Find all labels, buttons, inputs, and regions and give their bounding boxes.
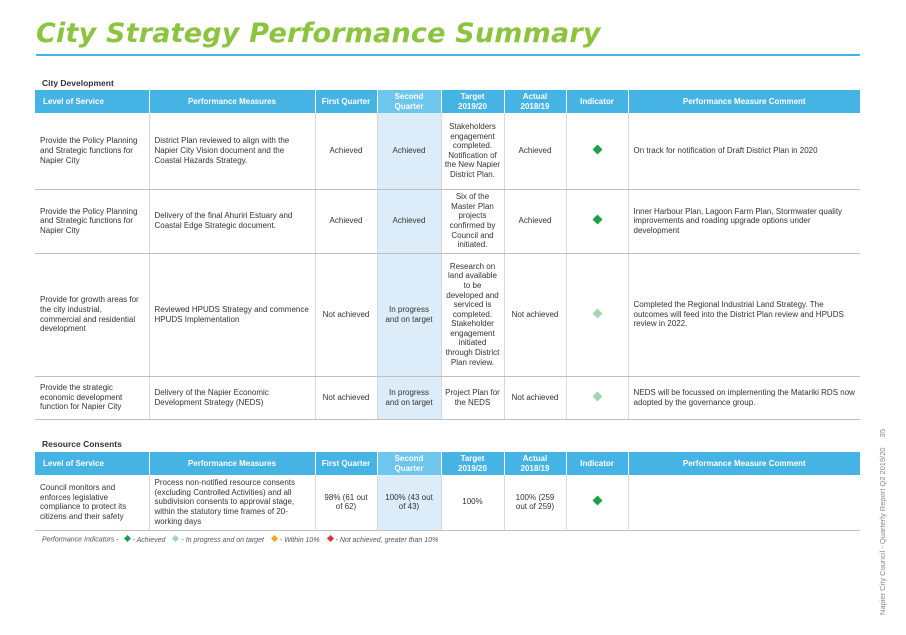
cell-performance-measure: Delivery of the final Ahuriri Estuary an…: [149, 189, 316, 254]
title-rule: [36, 54, 860, 56]
col-header-q1: First Quarter: [315, 90, 378, 113]
cell-indicator: [566, 189, 629, 254]
cell-second-quarter: Achieved: [377, 189, 442, 254]
legend-in-progress-icon: [172, 534, 180, 543]
cell-actual: Not achieved: [504, 253, 567, 377]
col-header-comment: Performance Measure Comment: [628, 90, 860, 113]
side-footer: Napier City Council - Quarterly Report Q…: [878, 415, 887, 615]
cell-level-of-service: Provide for growth areas for the city in…: [35, 253, 150, 377]
table-row: Council monitors and enforces legislativ…: [35, 475, 860, 531]
cell-comment: Completed the Regional Industrial Land S…: [628, 253, 860, 377]
cell-indicator: [566, 376, 629, 420]
indicator-diamond-icon: [592, 496, 602, 506]
cell-target: Research on land available to be develop…: [441, 253, 505, 377]
cell-first-quarter: Achieved: [315, 113, 378, 190]
cell-first-quarter: 98% (61 out of 62): [315, 475, 378, 531]
col-header-q1: First Quarter: [315, 452, 378, 475]
cell-actual: Achieved: [504, 113, 567, 190]
section-title-resource-consents: Resource Consents: [42, 439, 122, 449]
col-header-measures: Performance Measures: [149, 452, 316, 475]
col-header-q2: Second Quarter: [377, 452, 442, 475]
col-header-indicator: Indicator: [566, 90, 629, 113]
legend-label: - In progress and on target: [181, 536, 264, 544]
cell-comment: NEDS will be focussed on implementing th…: [628, 376, 860, 420]
section-title-city-development: City Development: [42, 78, 114, 88]
indicator-diamond-icon: [592, 391, 602, 402]
cell-indicator: [566, 475, 629, 531]
indicator-diamond-icon: [592, 214, 602, 225]
report-name: Napier City Council - Quarterly Report Q…: [878, 447, 887, 615]
table-row: Provide the Policy Planning and Strategi…: [35, 113, 860, 190]
cell-target: Stakeholders engagement completed. Notif…: [441, 113, 505, 190]
col-header-level: Level of Service: [35, 452, 150, 475]
page-number: 35: [878, 428, 887, 438]
col-header-target: Target 2019/20: [441, 452, 505, 475]
col-header-measures: Performance Measures: [149, 90, 316, 113]
cell-level-of-service: Provide the strategic economic developme…: [35, 376, 150, 420]
col-header-actual: Actual 2018/19: [504, 452, 567, 475]
cell-actual: Achieved: [504, 189, 567, 254]
page-title: City Strategy Performance Summary: [36, 18, 601, 49]
legend-prefix: Performance Indicators -: [42, 536, 119, 544]
table-header-row: Level of Service Performance Measures Fi…: [35, 90, 860, 113]
col-header-target: Target 2019/20: [441, 90, 505, 113]
city-development-table: Level of Service Performance Measures Fi…: [35, 90, 860, 420]
cell-level-of-service: Provide the Policy Planning and Strategi…: [35, 113, 150, 190]
cell-performance-measure: District Plan reviewed to align with the…: [149, 113, 316, 190]
cell-comment: [628, 475, 860, 531]
col-header-indicator: Indicator: [566, 452, 629, 475]
cell-indicator: [566, 253, 629, 377]
cell-target: Six of the Master Plan projects confirme…: [441, 189, 505, 254]
resource-consents-table: Level of Service Performance Measures Fi…: [35, 452, 860, 531]
cell-first-quarter: Not achieved: [315, 253, 378, 377]
cell-performance-measure: Reviewed HPUDS Strategy and commence HPU…: [149, 253, 316, 377]
table-row: Provide for growth areas for the city in…: [35, 253, 860, 377]
cell-comment: On track for notification of Draft Distr…: [628, 113, 860, 190]
cell-second-quarter: In progress and on target: [377, 376, 442, 420]
legend-achieved-icon: [123, 534, 131, 543]
cell-first-quarter: Not achieved: [315, 376, 378, 420]
cell-second-quarter: Achieved: [377, 113, 442, 190]
cell-level-of-service: Council monitors and enforces legislativ…: [35, 475, 150, 531]
cell-second-quarter: In progress and on target: [377, 253, 442, 377]
cell-actual: 100% (259 out of 259): [504, 475, 567, 531]
cell-performance-measure: Process non-notified resource consents (…: [149, 475, 316, 531]
table-header-row: Level of Service Performance Measures Fi…: [35, 452, 860, 475]
indicator-diamond-icon: [592, 144, 602, 155]
table-row: Provide the strategic economic developme…: [35, 376, 860, 420]
col-header-comment: Performance Measure Comment: [628, 452, 860, 475]
col-header-level: Level of Service: [35, 90, 150, 113]
legend-label: - Not achieved, greater than 10%: [335, 536, 439, 544]
col-header-q2: Second Quarter: [377, 90, 442, 113]
cell-actual: Not achieved: [504, 376, 567, 420]
indicator-legend: Performance Indicators - - Achieved - In …: [42, 534, 442, 544]
legend-label: - Achieved: [132, 536, 166, 544]
indicator-diamond-icon: [592, 308, 602, 319]
table-row: Provide the Policy Planning and Strategi…: [35, 189, 860, 254]
cell-first-quarter: Achieved: [315, 189, 378, 254]
cell-comment: Inner Harbour Plan, Lagoon Farm Plan, St…: [628, 189, 860, 254]
cell-indicator: [566, 113, 629, 190]
legend-label: - Within 10%: [279, 536, 320, 544]
legend-within-10-icon: [270, 534, 278, 543]
cell-performance-measure: Delivery of the Napier Economic Developm…: [149, 376, 316, 420]
cell-second-quarter: 100% (43 out of 43): [377, 475, 442, 531]
cell-level-of-service: Provide the Policy Planning and Strategi…: [35, 189, 150, 254]
cell-target: 100%: [441, 475, 505, 531]
col-header-actual: Actual 2018/19: [504, 90, 567, 113]
legend-not-achieved-icon: [326, 534, 334, 543]
cell-target: Project Plan for the NEDS: [441, 376, 505, 420]
